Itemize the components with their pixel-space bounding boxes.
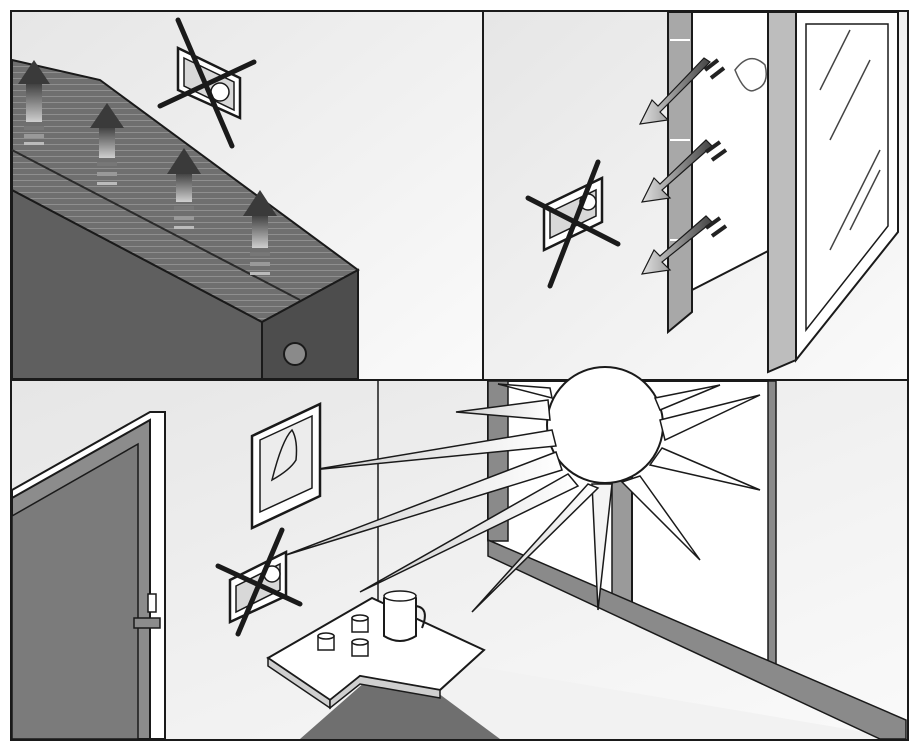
heat-arrow: [90, 103, 124, 185]
pitcher-icon: [383, 590, 426, 642]
wall-picture: [250, 402, 322, 530]
panel-sunlight: [11, 366, 907, 740]
sun-ray: [311, 429, 557, 471]
window-glass-right: [795, 11, 899, 363]
draft-arrow: [640, 215, 728, 275]
window-sill: [487, 538, 907, 740]
corner-table: [266, 596, 486, 710]
cup-icon: [351, 638, 369, 657]
sun-icon: [455, 366, 761, 611]
door-handle: [133, 617, 161, 629]
draft-arrow: [640, 139, 728, 203]
sun-ray: [471, 483, 600, 613]
window-frame-right: [767, 11, 797, 374]
draft-arrow: [638, 57, 726, 125]
radiator-valve-knob: [283, 342, 307, 366]
prohibited-cross-icon: [525, 159, 621, 289]
heat-arrow: [167, 148, 201, 229]
prohibited-cross-icon: [215, 527, 303, 637]
prohibited-cross-icon: [157, 17, 257, 149]
heat-arrow: [18, 60, 50, 145]
panel-window-draft: [484, 11, 907, 379]
panel-radiator-heat: [11, 12, 482, 380]
cup-icon: [317, 632, 335, 651]
sun-ray: [285, 451, 563, 556]
sun-ray: [359, 473, 580, 593]
door: [11, 411, 166, 740]
heat-arrow: [243, 190, 277, 275]
cup-icon: [351, 614, 369, 633]
